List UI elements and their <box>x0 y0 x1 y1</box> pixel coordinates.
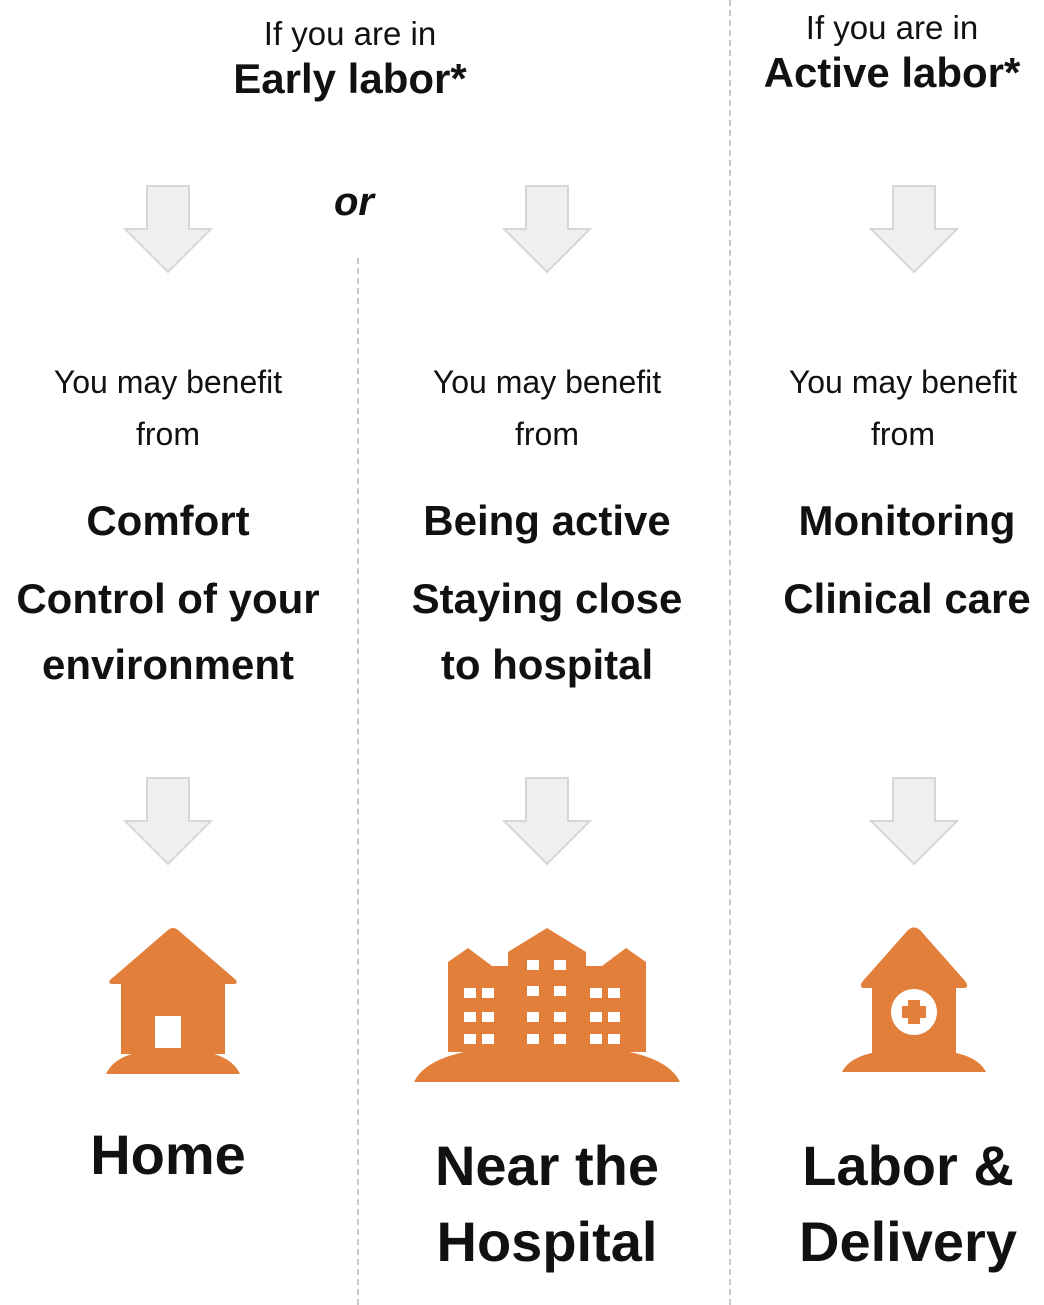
arrow-down-icon <box>123 777 213 866</box>
benefit-intro: You may benefit from <box>788 364 1018 452</box>
benefit-intro: You may benefit from <box>432 364 662 452</box>
early-labor-prefix: If you are in <box>263 15 437 52</box>
benefit-item: Comfort <box>86 497 250 544</box>
divider-active-column <box>729 0 731 1305</box>
benefit-item: Clinical care <box>783 575 1031 622</box>
active-labor-prefix: If you are in <box>805 9 979 46</box>
destination-near-hospital: Near the Hospital <box>434 1134 660 1273</box>
divider-early-options <box>357 258 359 1305</box>
benefit-list: Being active Staying close to hospital <box>392 488 702 698</box>
arrow-down-icon <box>123 185 213 274</box>
or-label: or <box>334 180 374 224</box>
early-labor-title: Early labor* <box>233 55 467 102</box>
benefit-list: Monitoring Clinical care <box>770 488 1044 632</box>
active-labor-title: Active labor* <box>763 49 1021 96</box>
medical-house-icon <box>842 927 986 1072</box>
arrow-down-icon <box>502 777 592 866</box>
hospital-building-icon <box>414 928 680 1082</box>
benefit-list: Comfort Control of your environment <box>0 488 336 698</box>
benefit-item: Being active <box>423 497 671 544</box>
arrow-down-icon <box>502 185 592 274</box>
destination-home: Home <box>90 1123 246 1186</box>
benefit-item: Control of your environment <box>16 575 320 688</box>
destination-labor-delivery: Labor & Delivery <box>799 1134 1017 1273</box>
benefit-item: Staying close to hospital <box>411 575 683 688</box>
arrow-down-icon <box>869 777 959 866</box>
house-icon <box>106 928 240 1074</box>
benefit-intro: You may benefit from <box>53 364 283 452</box>
benefit-item: Monitoring <box>798 497 1016 544</box>
arrow-down-icon <box>869 185 959 274</box>
active-labor-header: If you are in Active labor* <box>742 8 1042 98</box>
early-labor-header: If you are in Early labor* <box>120 14 580 104</box>
